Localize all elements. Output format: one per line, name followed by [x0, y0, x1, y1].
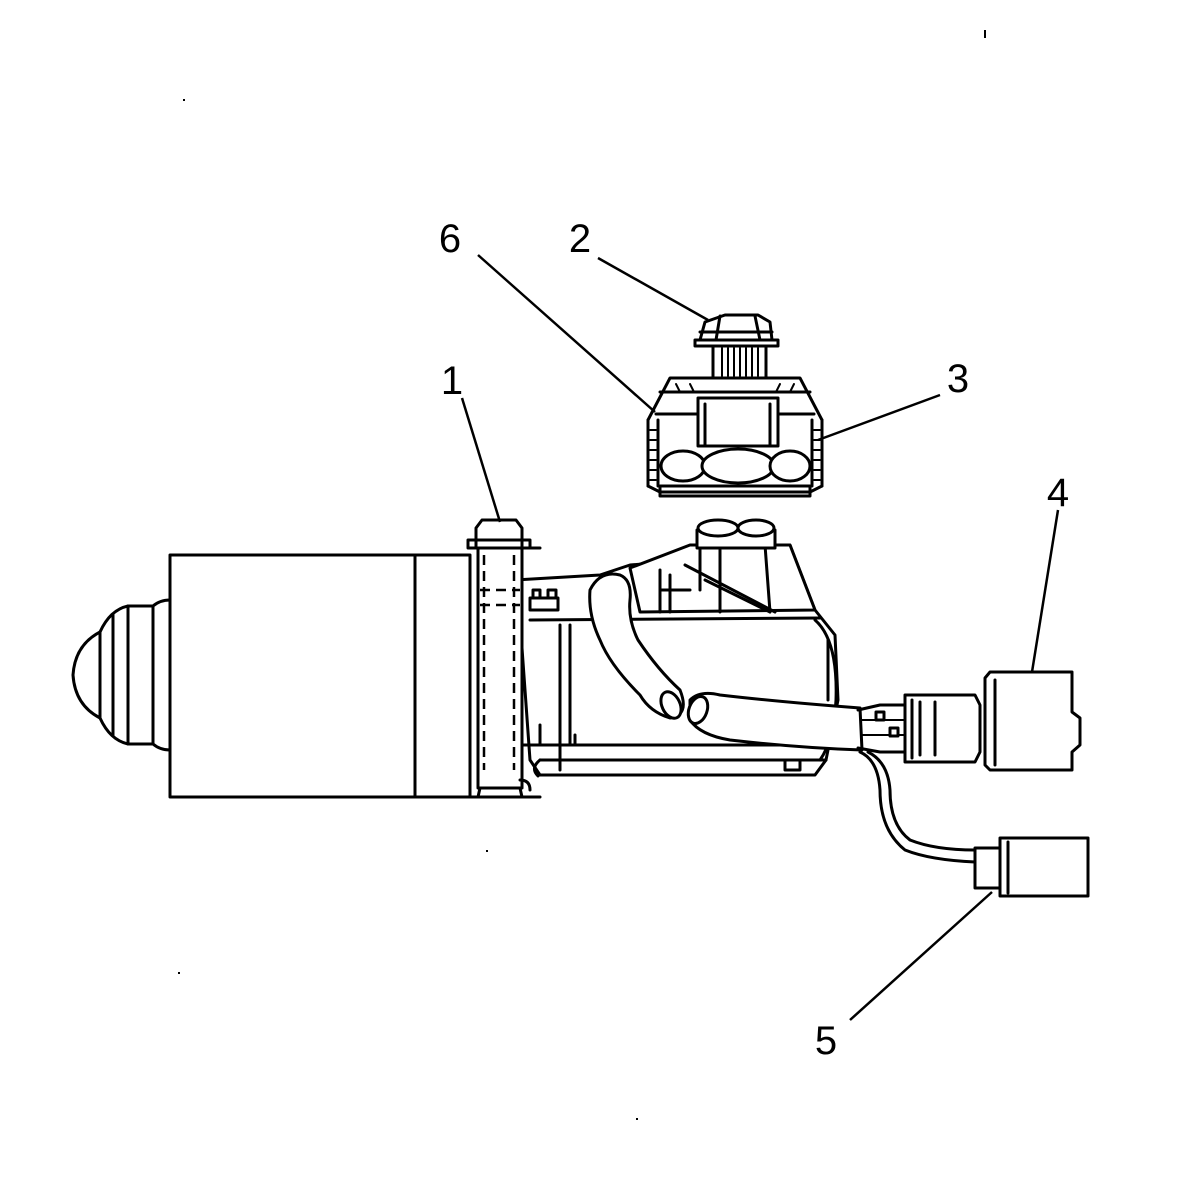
callout-4: 4 — [1047, 471, 1069, 515]
callout-5: 5 — [815, 1019, 837, 1063]
nut — [693, 313, 780, 348]
leader-lines — [460, 254, 1060, 1021]
wiring-harness — [856, 703, 977, 864]
sensor-connector — [973, 836, 1090, 898]
motor-can — [168, 546, 542, 799]
motor-end-cap — [71, 598, 172, 752]
rubber-hose — [588, 572, 864, 752]
callout-3: 3 — [947, 357, 969, 401]
callout-2: 2 — [569, 217, 591, 261]
leader-3 — [817, 393, 941, 442]
splined-shaft — [711, 344, 768, 380]
callout-1: 1 — [441, 359, 463, 403]
wiper-motor — [71, 518, 977, 864]
gearbox-bracket — [628, 543, 817, 614]
leader-4 — [1030, 509, 1060, 673]
leader-1 — [460, 397, 502, 523]
harness-connector — [903, 670, 1082, 772]
callout-labels: 1 2 3 4 5 6 — [439, 217, 1069, 1063]
leader-6 — [477, 254, 656, 413]
leader-5 — [849, 891, 993, 1021]
scan-specks — [178, 30, 986, 1120]
callout-6: 6 — [439, 217, 461, 261]
through-bolt — [466, 518, 532, 799]
crank-housing — [646, 376, 824, 498]
leader-2 — [597, 256, 709, 322]
output-shaft — [695, 518, 777, 550]
crank-assembly — [646, 313, 824, 498]
